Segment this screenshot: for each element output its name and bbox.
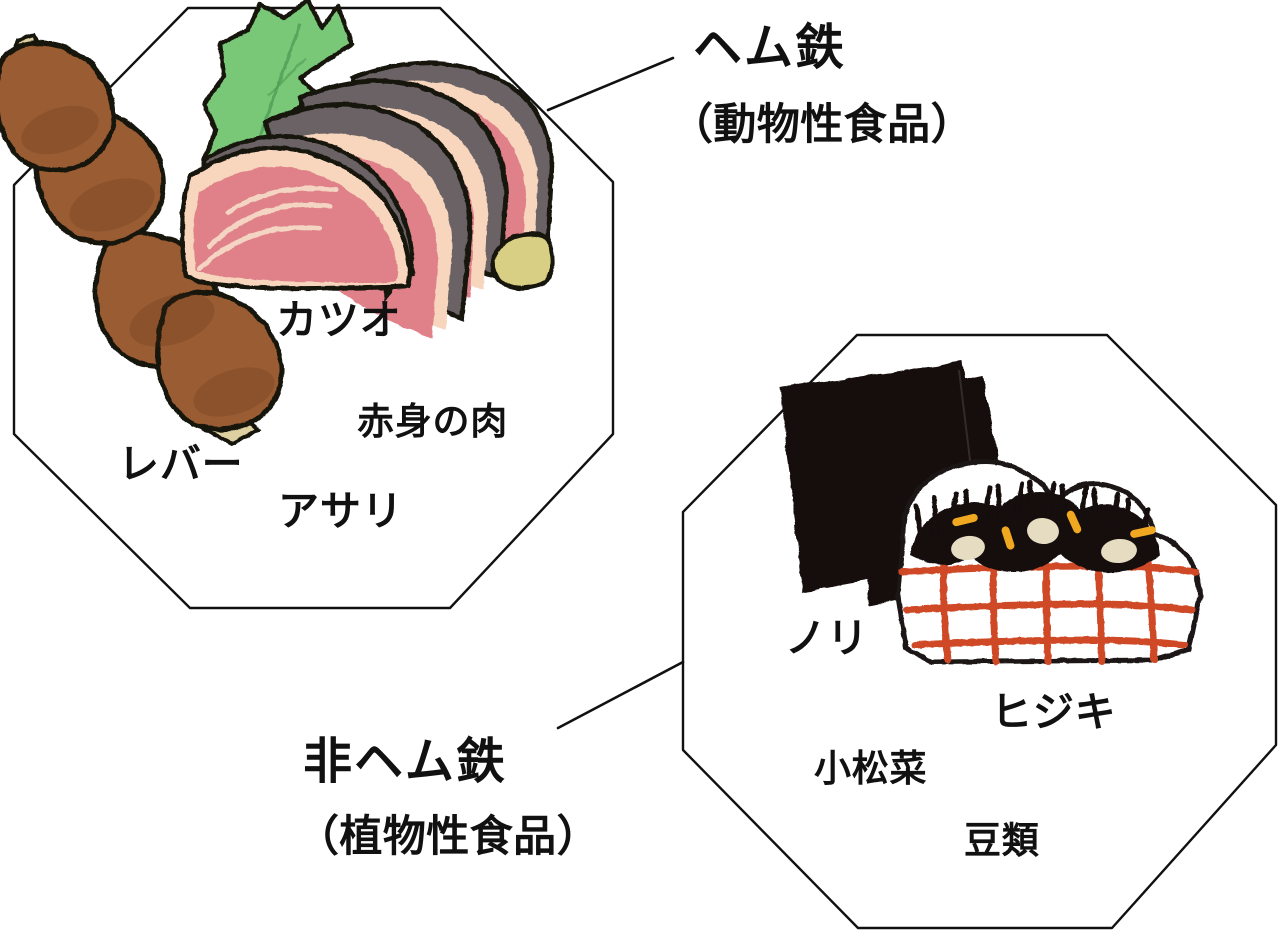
label-komatsuna: 小松菜	[814, 748, 928, 789]
label-asari: アサリ	[278, 488, 404, 534]
ginger-illustration	[490, 231, 556, 291]
katsuo-sashimi-illustration	[179, 0, 555, 338]
label-akami-no-niku: 赤身の肉	[357, 401, 508, 442]
heme-subtitle: （動物性食品）	[670, 101, 975, 149]
carrot-garnish	[952, 510, 1156, 550]
label-mamerui: 豆類	[964, 820, 1040, 861]
heme-leader-line	[546, 56, 675, 112]
label-nori: ノリ	[785, 615, 869, 661]
label-katsuo: カツオ	[276, 297, 402, 343]
label-leber: レバー	[118, 441, 244, 487]
soybean-garnish	[951, 517, 1137, 564]
non-heme-leader-line	[556, 660, 685, 730]
non-heme-group-octagon	[681, 333, 1278, 930]
non-heme-title: 非ヘム鉄	[303, 735, 507, 789]
hijiki-bowl-illustration	[895, 459, 1203, 666]
label-hijiki: ヒジキ	[991, 689, 1117, 735]
non-heme-subtitle: （植物性食品）	[296, 813, 601, 861]
heme-title: ヘム鉄	[693, 21, 846, 75]
heme-group-octagon	[12, 6, 615, 610]
